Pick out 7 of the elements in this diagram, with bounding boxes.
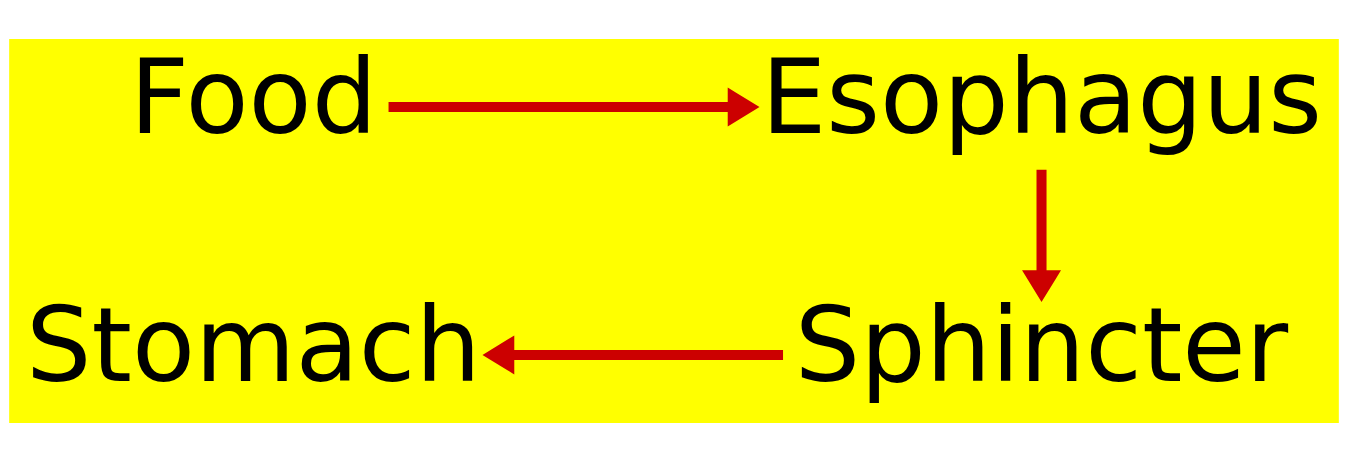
- node-text: Stomach: [26, 284, 481, 405]
- node-text: Sphincter: [794, 284, 1289, 405]
- arrow: [482, 334, 784, 374]
- arrow: [1022, 169, 1061, 302]
- node-text: Esophagus: [761, 36, 1322, 157]
- arrow: [388, 87, 760, 127]
- node-text: Food: [129, 36, 378, 157]
